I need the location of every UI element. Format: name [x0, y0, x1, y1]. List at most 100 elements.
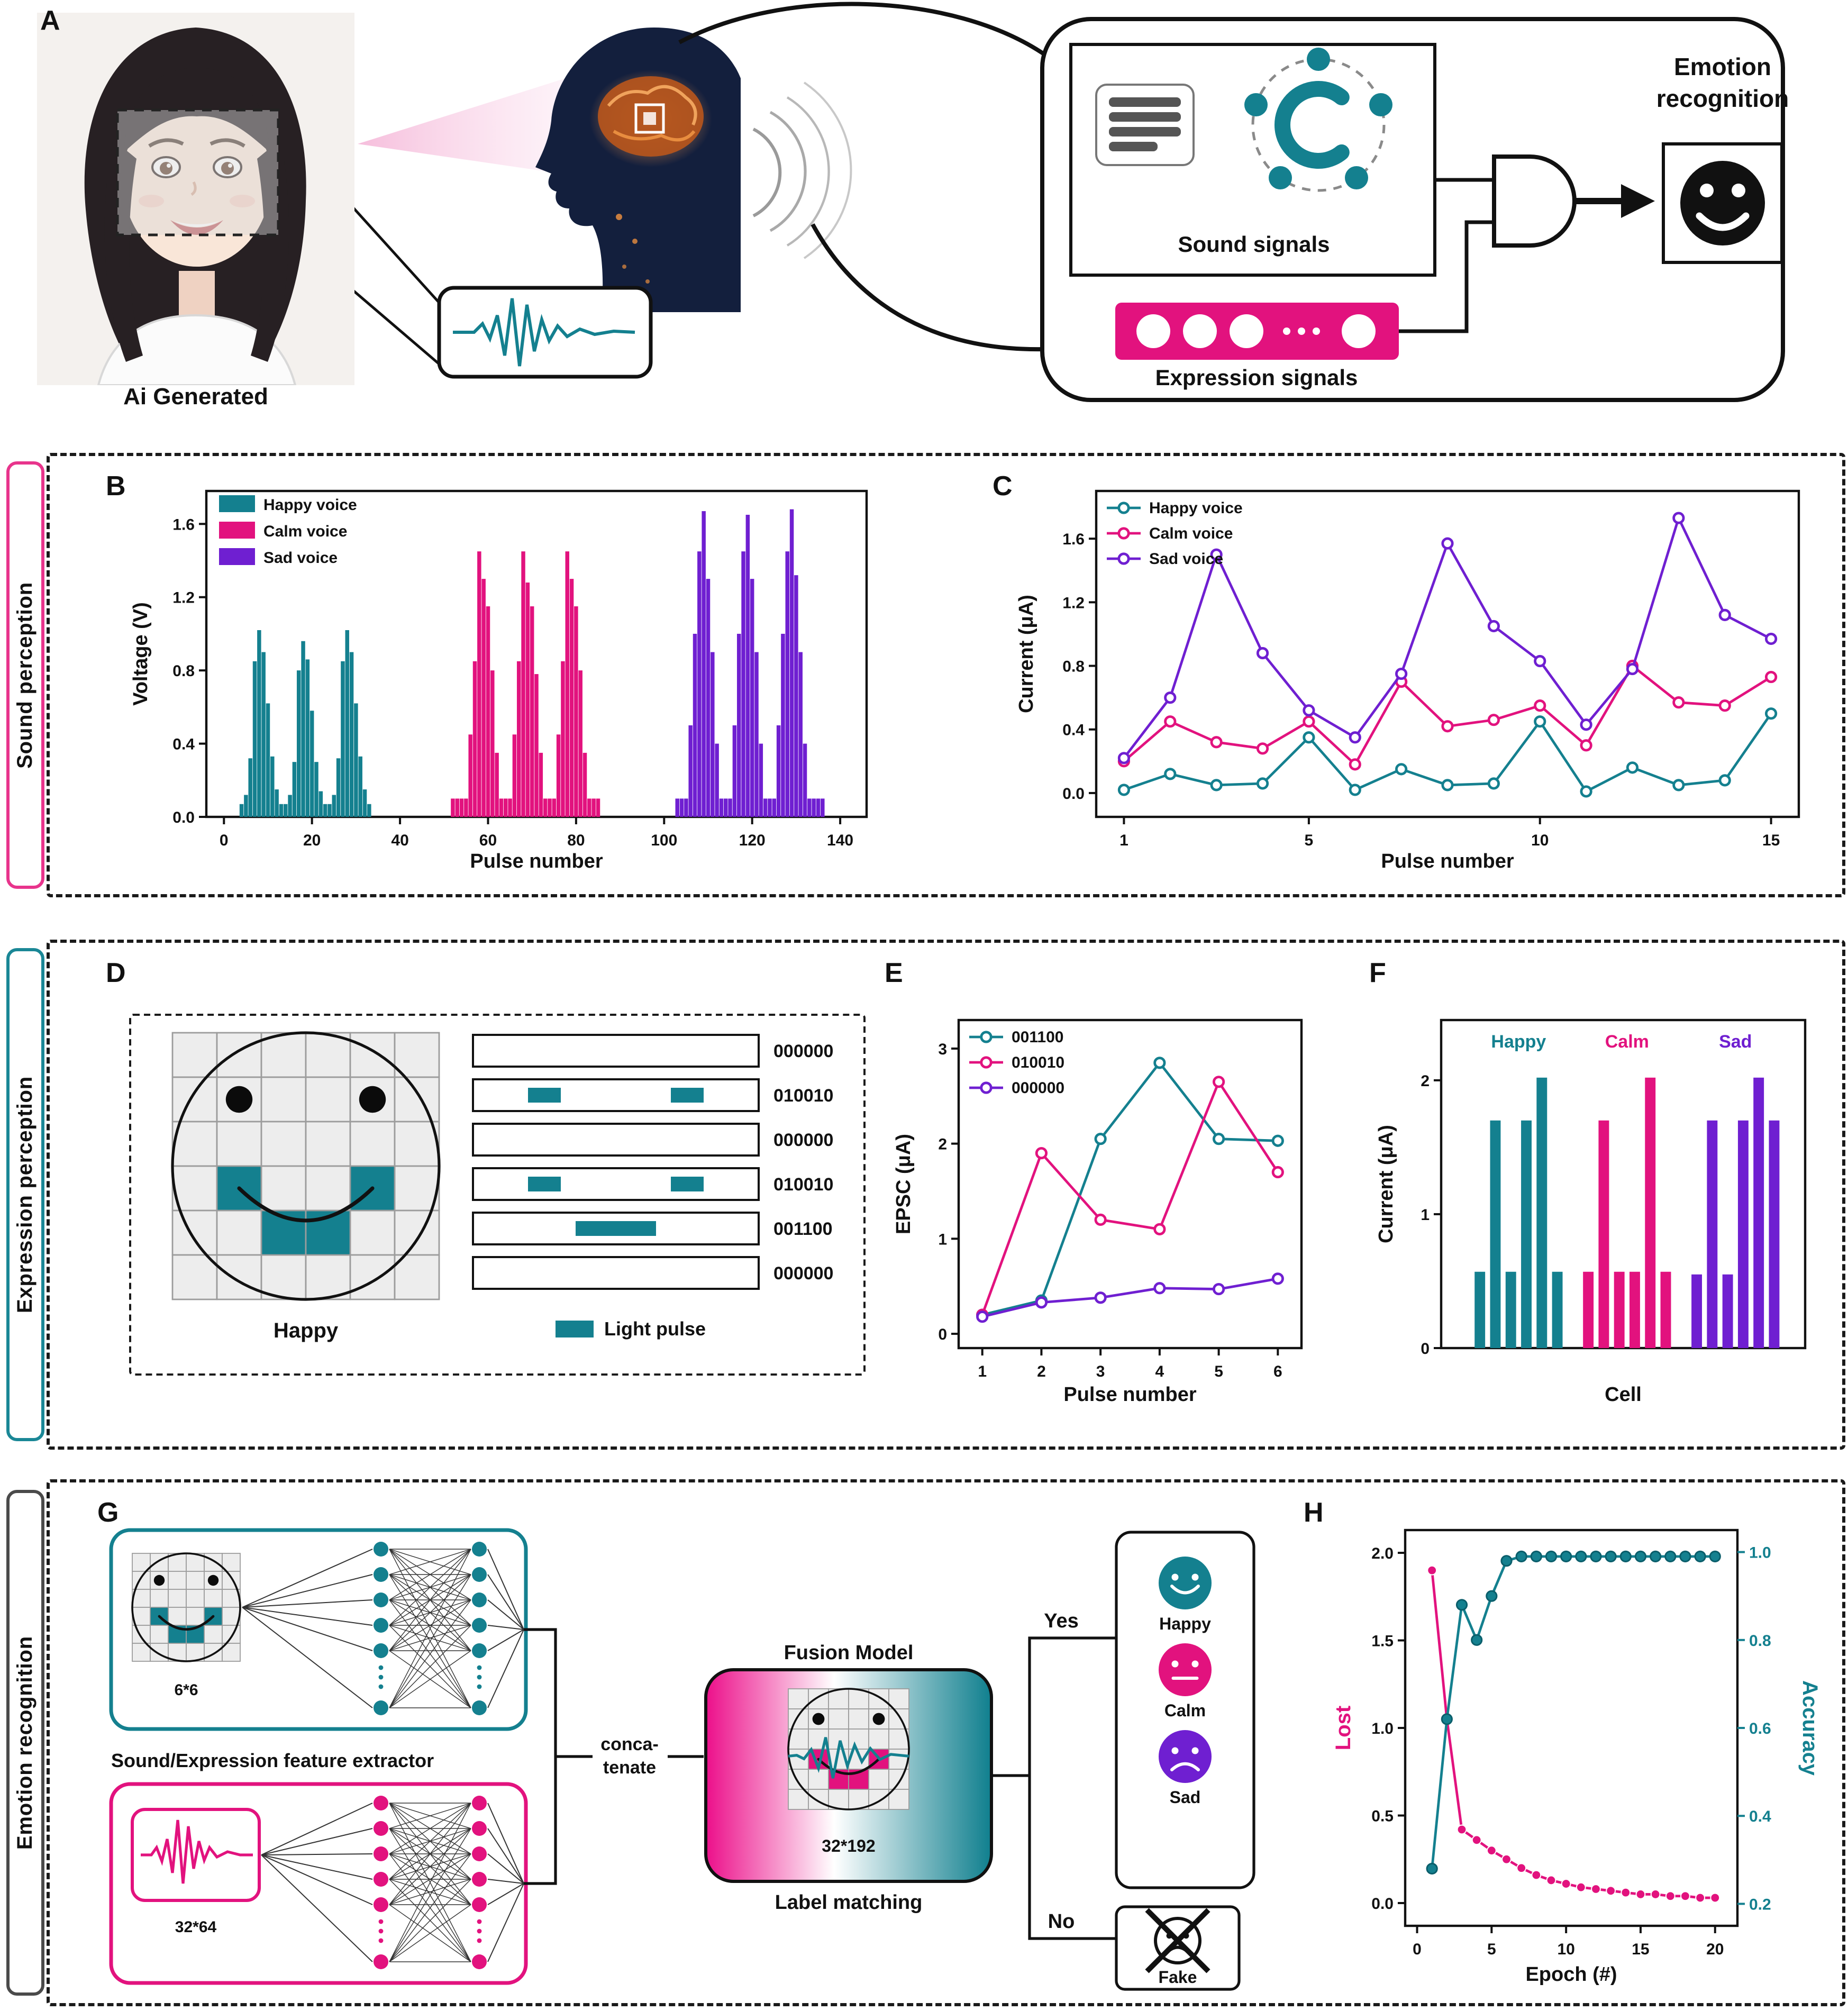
y-tick-label: 2 [938, 1136, 947, 1153]
mouth [170, 220, 223, 235]
x-tick-label: 20 [303, 832, 321, 849]
x-tick-label: 40 [391, 832, 408, 849]
panel-label-b: B [106, 470, 126, 502]
waveform-thumb [141, 1819, 253, 1884]
y-tick-label: 0.4 [172, 736, 195, 753]
neural-network [242, 1542, 524, 1715]
neural-network [261, 1796, 524, 1969]
y-tick-label: 0.0 [172, 809, 195, 826]
face [123, 93, 271, 267]
happy-face-icon [1159, 1557, 1212, 1609]
cross-line [1145, 1908, 1210, 1973]
emotion-label-happy: Happy [1159, 1614, 1211, 1633]
row-code: 000000 [773, 1130, 833, 1150]
pulse-lane [472, 1123, 760, 1157]
y-tick-label: 0.8 [1062, 658, 1085, 676]
smile-arc [237, 1186, 375, 1223]
x-tick-label: 10 [1557, 1941, 1574, 1958]
extractor-caption: Sound/Expression feature extractor [111, 1750, 434, 1771]
x-tick-label: 10 [1531, 832, 1549, 849]
brow-left [148, 138, 184, 148]
row-code: 010010 [773, 1086, 833, 1106]
and-gate-icon [1492, 154, 1577, 248]
panel-label-g: G [97, 1496, 119, 1528]
plot-area [1404, 1528, 1739, 1927]
bars-happy [1474, 1077, 1563, 1348]
series-sad-voice [1117, 512, 1778, 765]
reservoir-c-node [1275, 81, 1350, 169]
y-tick-label: 1 [938, 1231, 947, 1248]
x-tick-label: 2 [1037, 1363, 1046, 1380]
legend-label: Calm voice [263, 523, 347, 540]
eye-cell [812, 1713, 825, 1725]
connector-head-to-box [678, 2, 1047, 57]
y-axis-label: Voltage (V) [130, 602, 152, 706]
face-detection-box [116, 108, 280, 236]
ai-face-illustration [84, 28, 306, 385]
pulse-lane [472, 1034, 760, 1068]
light-pulse-block [671, 1088, 704, 1103]
shirt [97, 314, 297, 385]
sound-signal-unit-box [1069, 43, 1436, 277]
face-outline [171, 1031, 441, 1301]
eye-cell [153, 1575, 165, 1586]
expression-signals-label: Expression signals [1155, 366, 1358, 390]
legend-label: Sad voice [1149, 550, 1223, 568]
y-tick-label: 1 [1421, 1206, 1430, 1224]
x-tick-label: 60 [479, 832, 497, 849]
face-grid [787, 1688, 910, 1810]
row-code: 000000 [773, 1041, 833, 1061]
y-tick-label: 0 [938, 1326, 947, 1343]
right-tick-label: 0.4 [1749, 1808, 1771, 1825]
right-tick-label: 0.2 [1749, 1896, 1771, 1913]
y-tick-label: 2.0 [1371, 1545, 1394, 1562]
right-tick-label: 1.0 [1749, 1544, 1771, 1562]
y-axis-label: EPSC (μA) [893, 1134, 915, 1234]
section-label-sound-perception: Sound perception [6, 461, 44, 889]
panel-label-f: F [1369, 957, 1386, 988]
x-tick-label: 15 [1632, 1941, 1649, 1958]
group-label-sad: Sad [1719, 1032, 1752, 1052]
x-tick-label: 5 [1305, 832, 1314, 849]
expression-signal-bar [1115, 303, 1399, 360]
pulse-lane [472, 1167, 760, 1201]
series-000000 [976, 1272, 1284, 1323]
y-tick-label: 1.2 [172, 589, 195, 607]
right-axis-label: Accuracy [1798, 1680, 1820, 1776]
calm-face-icon [1159, 1643, 1212, 1696]
x-tick-label: 5 [1214, 1363, 1223, 1380]
smile-arc [817, 1758, 880, 1775]
grid-size-label: 6*6 [174, 1681, 198, 1699]
pulse-lane [472, 1256, 760, 1290]
bars-happy-voice [239, 630, 371, 817]
emotion-recognition-label-2: recognition [1656, 85, 1789, 112]
y-axis-label: Current (μA) [1375, 1125, 1397, 1243]
light-pulse-block [671, 1177, 704, 1191]
fake-label: Fake [1159, 1968, 1197, 1987]
brain-chip-icon [634, 103, 665, 134]
concat-connector [524, 1628, 593, 1885]
x-tick-label: 6 [1273, 1363, 1282, 1380]
x-tick-label: 1 [978, 1363, 987, 1380]
teeth [175, 221, 219, 227]
x-axis-label: Cell [1605, 1384, 1642, 1406]
gate-input-line-bottom [1399, 220, 1494, 333]
no-label: No [1048, 1910, 1075, 1933]
panel-label-d: D [106, 957, 126, 988]
sound-wave-arcs [752, 81, 852, 259]
x-tick-label: 120 [739, 832, 766, 849]
y-tick-label: 0.5 [1371, 1807, 1394, 1825]
legend-label: 010010 [1012, 1054, 1064, 1071]
plot-area [957, 1018, 1303, 1350]
x-tick-label: 0 [220, 832, 229, 849]
eye-cell [872, 1713, 885, 1725]
legend-label: Happy voice [263, 496, 357, 514]
y-tick-label: 1.2 [1062, 594, 1085, 612]
x-axis-label: Pulse number [1063, 1384, 1196, 1406]
x-tick-label: 4 [1155, 1363, 1164, 1380]
light-pulse-swatch [556, 1321, 594, 1337]
